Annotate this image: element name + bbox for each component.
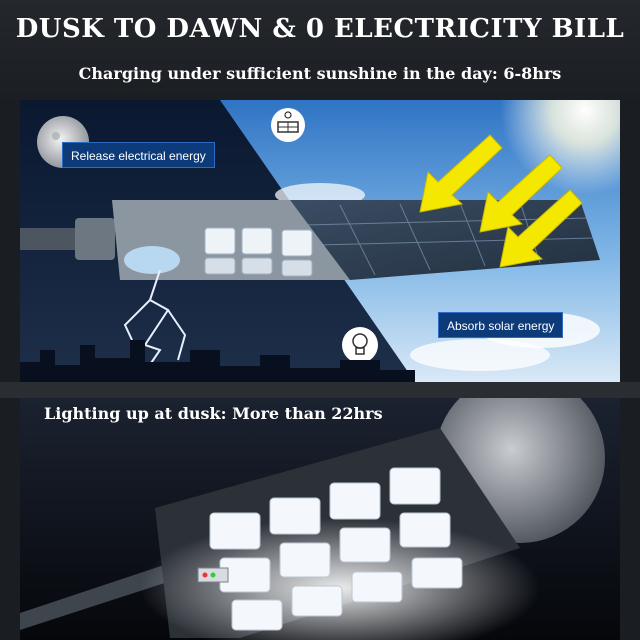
headline: DUSK TO DAWN & 0 ELECTRICITY BILL (15, 14, 625, 44)
cloud (410, 339, 550, 371)
header-banner: DUSK TO DAWN & 0 ELECTRICITY BILL Chargi… (0, 0, 640, 100)
city-silhouette (20, 340, 415, 382)
charging-subline: Charging under sufficient sunshine in th… (78, 64, 562, 83)
sun-icon (500, 100, 620, 195)
night-lighting-illustration (20, 398, 620, 640)
sunlight-arrows (419, 134, 583, 268)
lightning-icon (123, 269, 187, 382)
night-lighting-panel: Lighting up at dusk: More than 22hrs (20, 398, 620, 640)
pole (20, 563, 180, 630)
led-module-icon (209, 467, 463, 631)
absorb-energy-label: Absorb solar energy (438, 312, 564, 338)
pole-mount (75, 218, 115, 260)
led-module-icon (204, 227, 313, 277)
day-night-panel: Release electrical energy Absorb solar e… (20, 100, 620, 382)
bulb-icon (342, 327, 378, 363)
release-energy-label: Release electrical energy (62, 142, 215, 168)
lamp-glow (124, 246, 180, 274)
panel-divider (0, 382, 640, 398)
lighting-duration-title: Lighting up at dusk: More than 22hrs (44, 404, 383, 423)
